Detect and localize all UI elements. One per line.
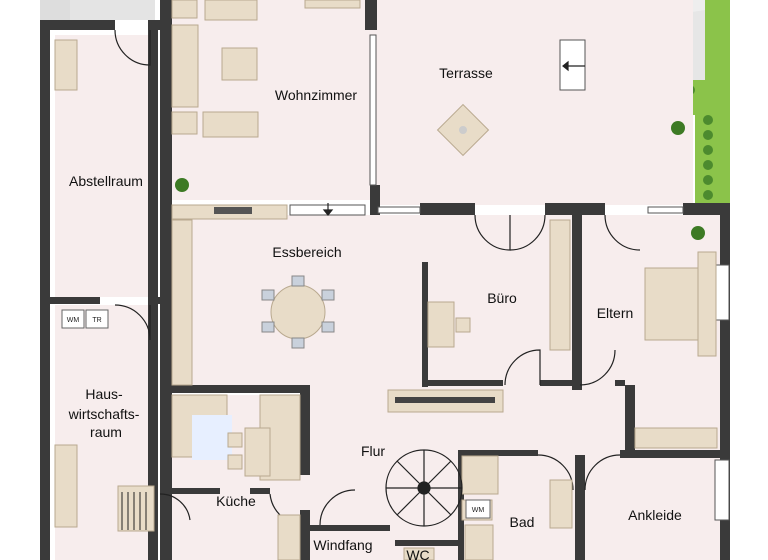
plant-icon xyxy=(175,121,705,240)
room-labels: Wohnzimmer Terrasse Abstellraum Essberei… xyxy=(68,65,682,560)
arrow-icon xyxy=(322,60,585,216)
room-label-windfang: Windfang xyxy=(313,537,372,553)
appliance-tr-label: TR xyxy=(92,317,101,324)
room-label-abstellraum: Abstellraum xyxy=(69,173,143,189)
room-label-kueche: Küche xyxy=(216,493,256,509)
room-label-wohnzimmer: Wohnzimmer xyxy=(275,87,358,103)
dining-table xyxy=(261,275,335,349)
room-label-hwr: Haus- wirtschafts- raum xyxy=(68,386,144,440)
room-label-hwr-line-3: raum xyxy=(90,424,122,440)
interior-floors xyxy=(40,0,720,560)
appliances: WM TR WM xyxy=(61,309,491,519)
room-label-ankleide: Ankleide xyxy=(628,507,682,523)
room-label-wc: WC xyxy=(406,547,429,560)
room-label-buero: Büro xyxy=(487,290,517,306)
room-label-flur: Flur xyxy=(361,443,385,459)
room-label-eltern: Eltern xyxy=(597,305,634,321)
walls xyxy=(40,0,730,560)
room-label-hwr-line-1: Haus- xyxy=(85,386,123,402)
room-label-essbereich: Essbereich xyxy=(272,244,341,260)
room-label-hwr-line-2: wirtschafts- xyxy=(68,406,140,422)
furniture xyxy=(54,0,718,560)
room-label-bad: Bad xyxy=(510,514,535,530)
appliance-wm-label: WM xyxy=(67,317,80,324)
room-label-terrasse: Terrasse xyxy=(439,65,493,81)
bad-wm-label: WM xyxy=(472,507,485,514)
terrace-table xyxy=(436,103,490,157)
spiral-staircase xyxy=(385,449,463,527)
